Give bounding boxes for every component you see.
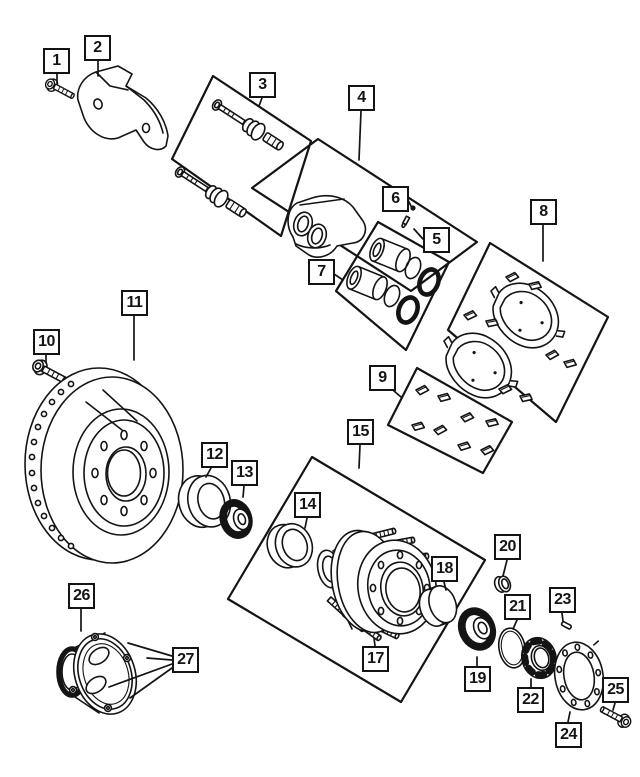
part-14-seal — [266, 522, 314, 569]
callout-14: 14 — [294, 492, 321, 518]
callout-10: 10 — [33, 329, 60, 355]
callout-11: 11 — [121, 290, 148, 316]
rotor-vent-holes — [28, 380, 75, 550]
callout-21: 21 — [504, 594, 531, 620]
callout-22: 22 — [517, 687, 544, 713]
part-11-rotor — [24, 367, 184, 564]
part-8-brake-pads — [427, 268, 579, 412]
group-box-brake-pads — [446, 241, 610, 424]
part-18-spacer-ring — [418, 585, 458, 627]
group-box-guide-pins — [170, 74, 313, 238]
callout-7: 7 — [308, 259, 335, 285]
callout-17: 17 — [362, 646, 389, 672]
group-box-hub — [226, 455, 487, 704]
callout-23: 23 — [549, 587, 576, 613]
part-5-bleeder-screw — [401, 215, 411, 229]
part-24-gasket — [553, 640, 605, 711]
part-20-ring — [493, 575, 512, 593]
callout-18: 18 — [431, 556, 458, 582]
leader-lines-27 — [108, 642, 173, 699]
callout-15: 15 — [347, 419, 374, 445]
callout-12: 12 — [201, 442, 228, 468]
group-box-clip-kit — [386, 366, 514, 475]
part-7-piston-seal-kit — [343, 235, 441, 325]
callout-24: 24 — [555, 722, 582, 748]
callout-1: 1 — [43, 48, 70, 74]
callout-4: 4 — [348, 85, 375, 111]
rotor-bolt-holes — [91, 429, 157, 517]
part-15-hub — [316, 527, 438, 642]
callout-3: 3 — [249, 72, 276, 98]
callout-27: 27 — [172, 647, 199, 673]
part-25-bolt — [597, 702, 634, 731]
callout-6: 6 — [382, 186, 409, 212]
part-13-bearing-cone — [219, 499, 253, 539]
callout-5: 5 — [423, 227, 450, 253]
callout-2: 2 — [84, 35, 111, 61]
part-23-pin — [560, 620, 573, 630]
part-2-caliper-adapter — [76, 65, 169, 151]
part-22-retainer-nut — [520, 636, 558, 680]
callout-20: 20 — [494, 534, 521, 560]
hub-cap-bolt-tabs — [68, 632, 132, 713]
callout-9: 9 — [369, 365, 396, 391]
callout-8: 8 — [530, 199, 557, 225]
part-6-bleeder-cap — [410, 205, 416, 211]
part-19-bearing-cone — [457, 607, 497, 651]
callout-25: 25 — [602, 677, 629, 703]
part-4-caliper — [287, 194, 367, 258]
group-box-caliper — [250, 137, 479, 293]
callout-13: 13 — [231, 460, 258, 486]
callout-26: 26 — [68, 583, 95, 609]
part-26-hub-cap — [56, 632, 138, 715]
part-1-bolt — [42, 75, 78, 103]
callout-19: 19 — [464, 666, 491, 692]
